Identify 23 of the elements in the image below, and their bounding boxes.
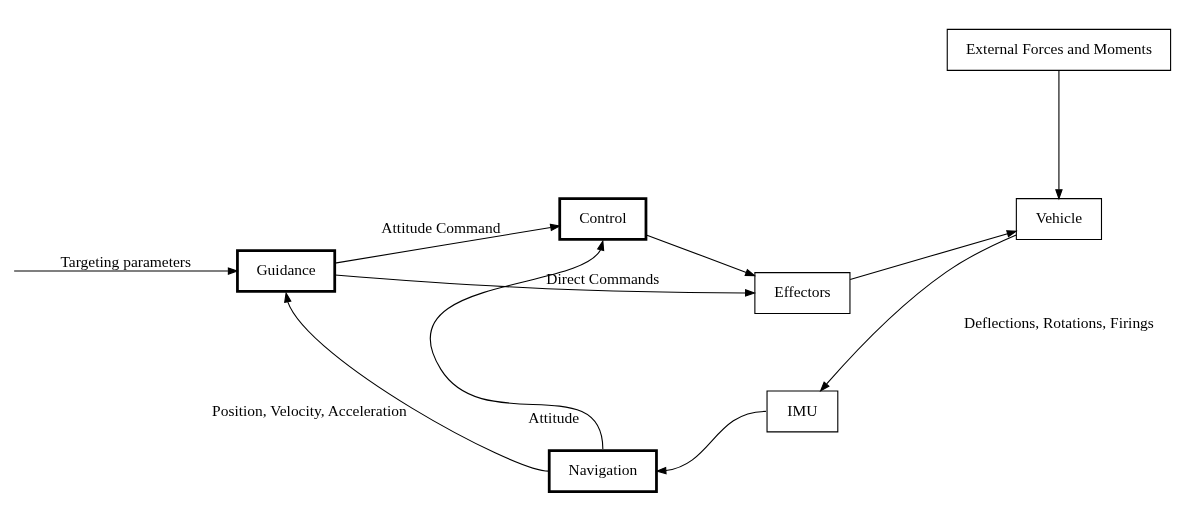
node-box: External Forces and Moments [946, 28, 1172, 71]
edge-label: Targeting parameters [60, 252, 192, 270]
arrow [655, 410, 767, 474]
node-box: Navigation [547, 448, 658, 493]
arrow [1055, 69, 1063, 200]
arrow [430, 239, 605, 450]
arrow [284, 290, 550, 472]
label: Deflections, Rotations, Firings [963, 313, 1154, 331]
arrow [334, 273, 757, 297]
node-box: Effectors [754, 271, 851, 314]
edge-label: Attitude Command [381, 218, 501, 236]
arrow [645, 233, 757, 276]
arrow [334, 223, 562, 264]
edge-label: Position, Velocity, Acceleration [212, 401, 407, 419]
edge-label: Attitude [528, 408, 580, 426]
node-box: Control [558, 196, 648, 241]
arrow [849, 229, 1018, 280]
arrow [13, 266, 239, 275]
node-box: Vehicle [1015, 197, 1103, 240]
node-box: IMU [766, 389, 839, 432]
arrow [819, 233, 1017, 392]
edge-label: Direct Commands [546, 269, 660, 287]
node-box: Guidance [236, 248, 337, 293]
